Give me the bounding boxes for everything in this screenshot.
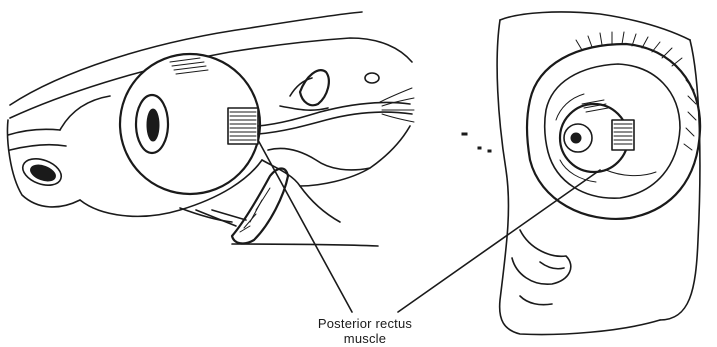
separator-dots <box>462 133 491 152</box>
lateral-view-drawing <box>8 12 414 246</box>
label-line-2: muscle <box>290 331 440 346</box>
posterior-rectus-muscle-label: Posterior rectus muscle <box>290 316 440 346</box>
leader-lines <box>258 140 600 312</box>
frontal-view-drawing <box>497 12 700 334</box>
label-line-1: Posterior rectus <box>290 316 440 331</box>
